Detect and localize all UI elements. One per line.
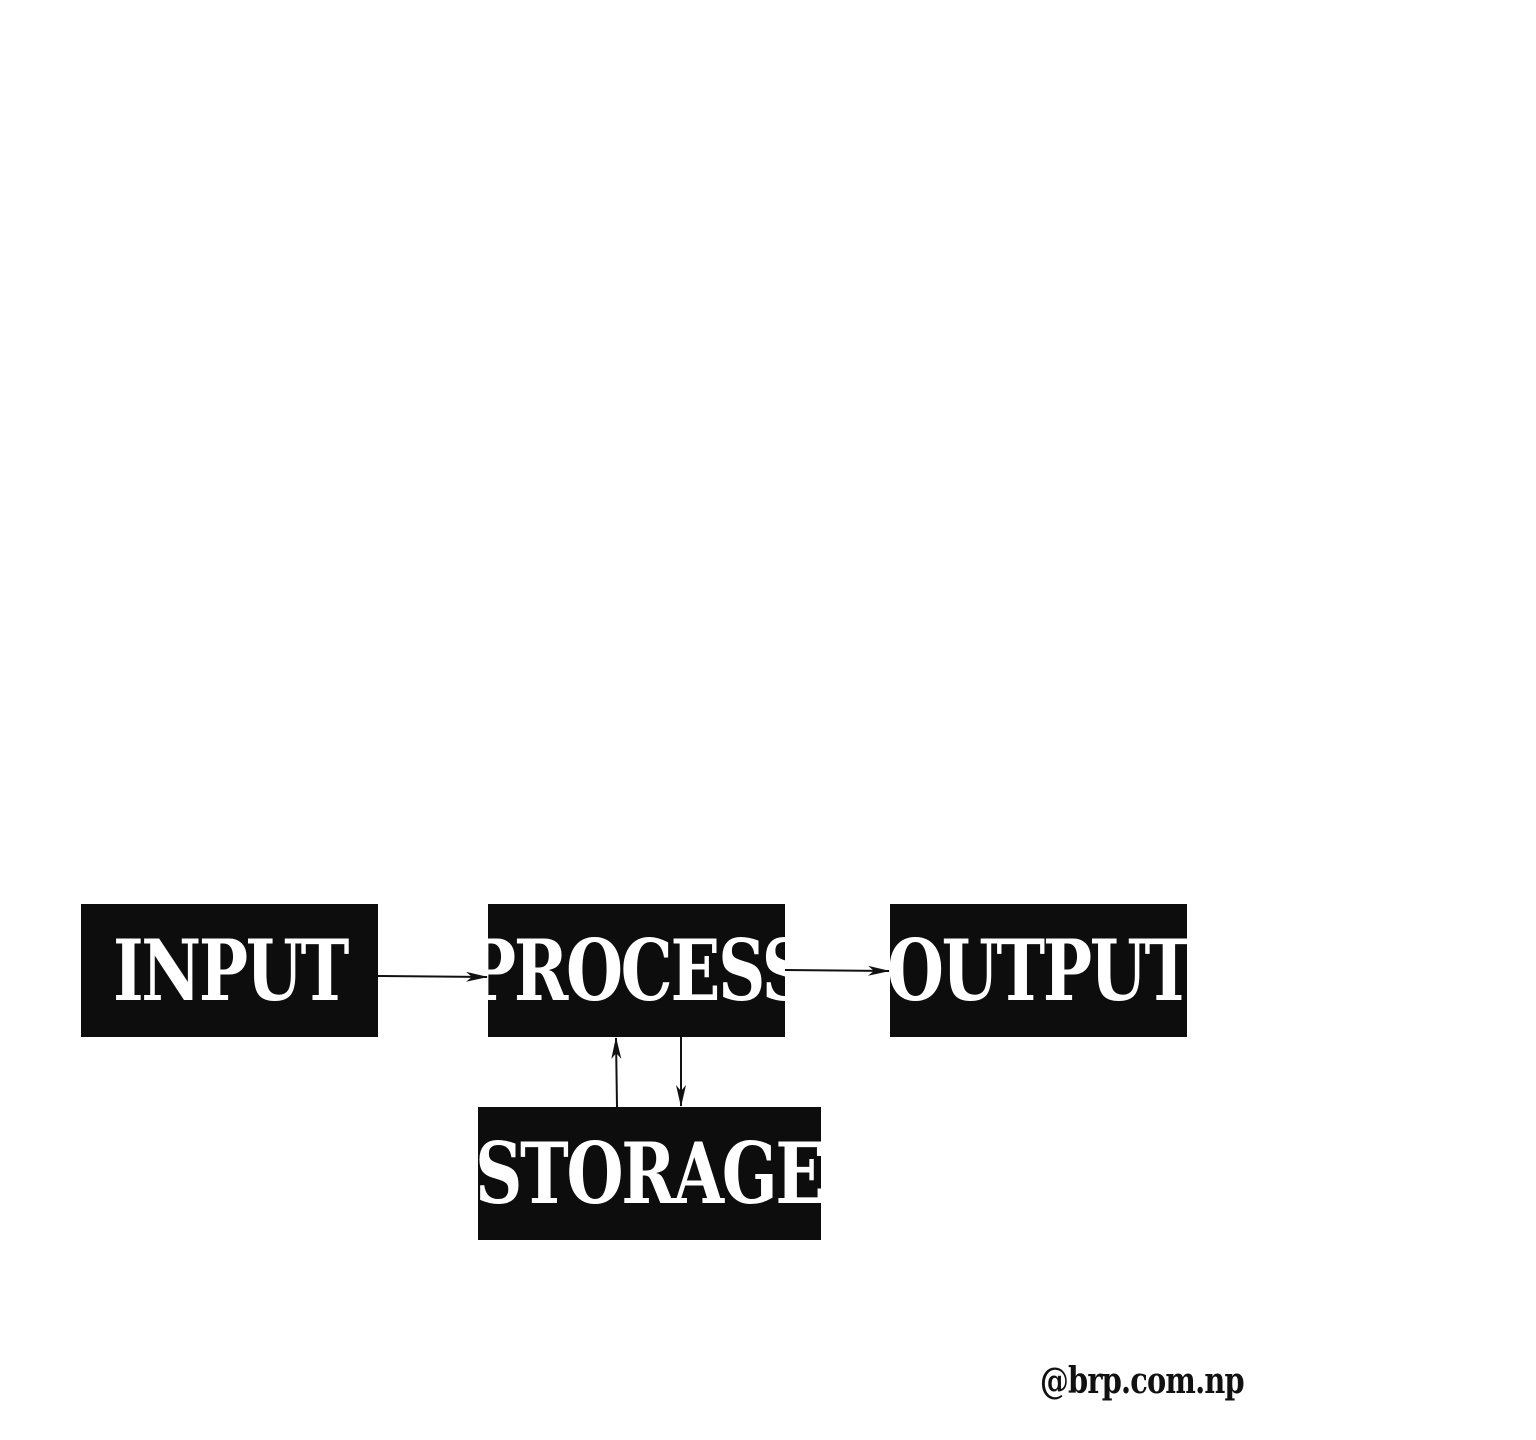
output-node-label: OUTPUT xyxy=(886,920,1192,1020)
input-node-label: INPUT xyxy=(112,920,349,1020)
process-node: PROCESS xyxy=(467,904,809,1037)
output-node: OUTPUT xyxy=(886,904,1193,1037)
input-node: INPUT xyxy=(81,904,378,1037)
storage-node: STORAGE xyxy=(475,1107,826,1240)
process-node-label: PROCESS xyxy=(466,920,809,1020)
arrow-storage-to-process xyxy=(611,1037,622,1108)
storage-node-label: STORAGE xyxy=(475,1123,826,1223)
credit-watermark: @brp.com.np xyxy=(1040,1360,1245,1402)
